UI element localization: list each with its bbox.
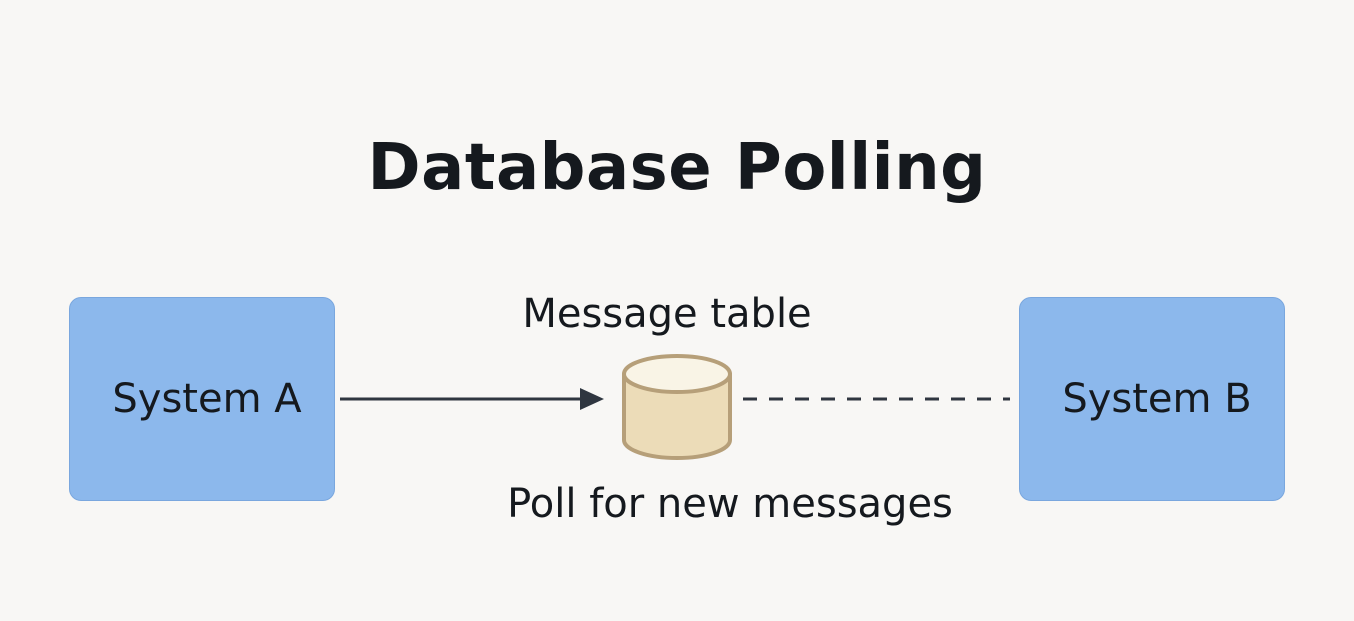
a-to-table-arrow [340, 388, 604, 410]
poll-edge-label: Poll for new messages [507, 481, 953, 527]
system-a-label: System A [112, 376, 302, 422]
system-b-label: System B [1062, 376, 1252, 422]
arrowhead-icon [580, 388, 604, 410]
database-cylinder-icon [622, 354, 732, 460]
system-a-box: System A [69, 297, 335, 501]
message-table-label: Message table [522, 291, 812, 337]
diagram-title: Database Polling [367, 131, 987, 205]
system-b-box: System B [1019, 297, 1285, 501]
